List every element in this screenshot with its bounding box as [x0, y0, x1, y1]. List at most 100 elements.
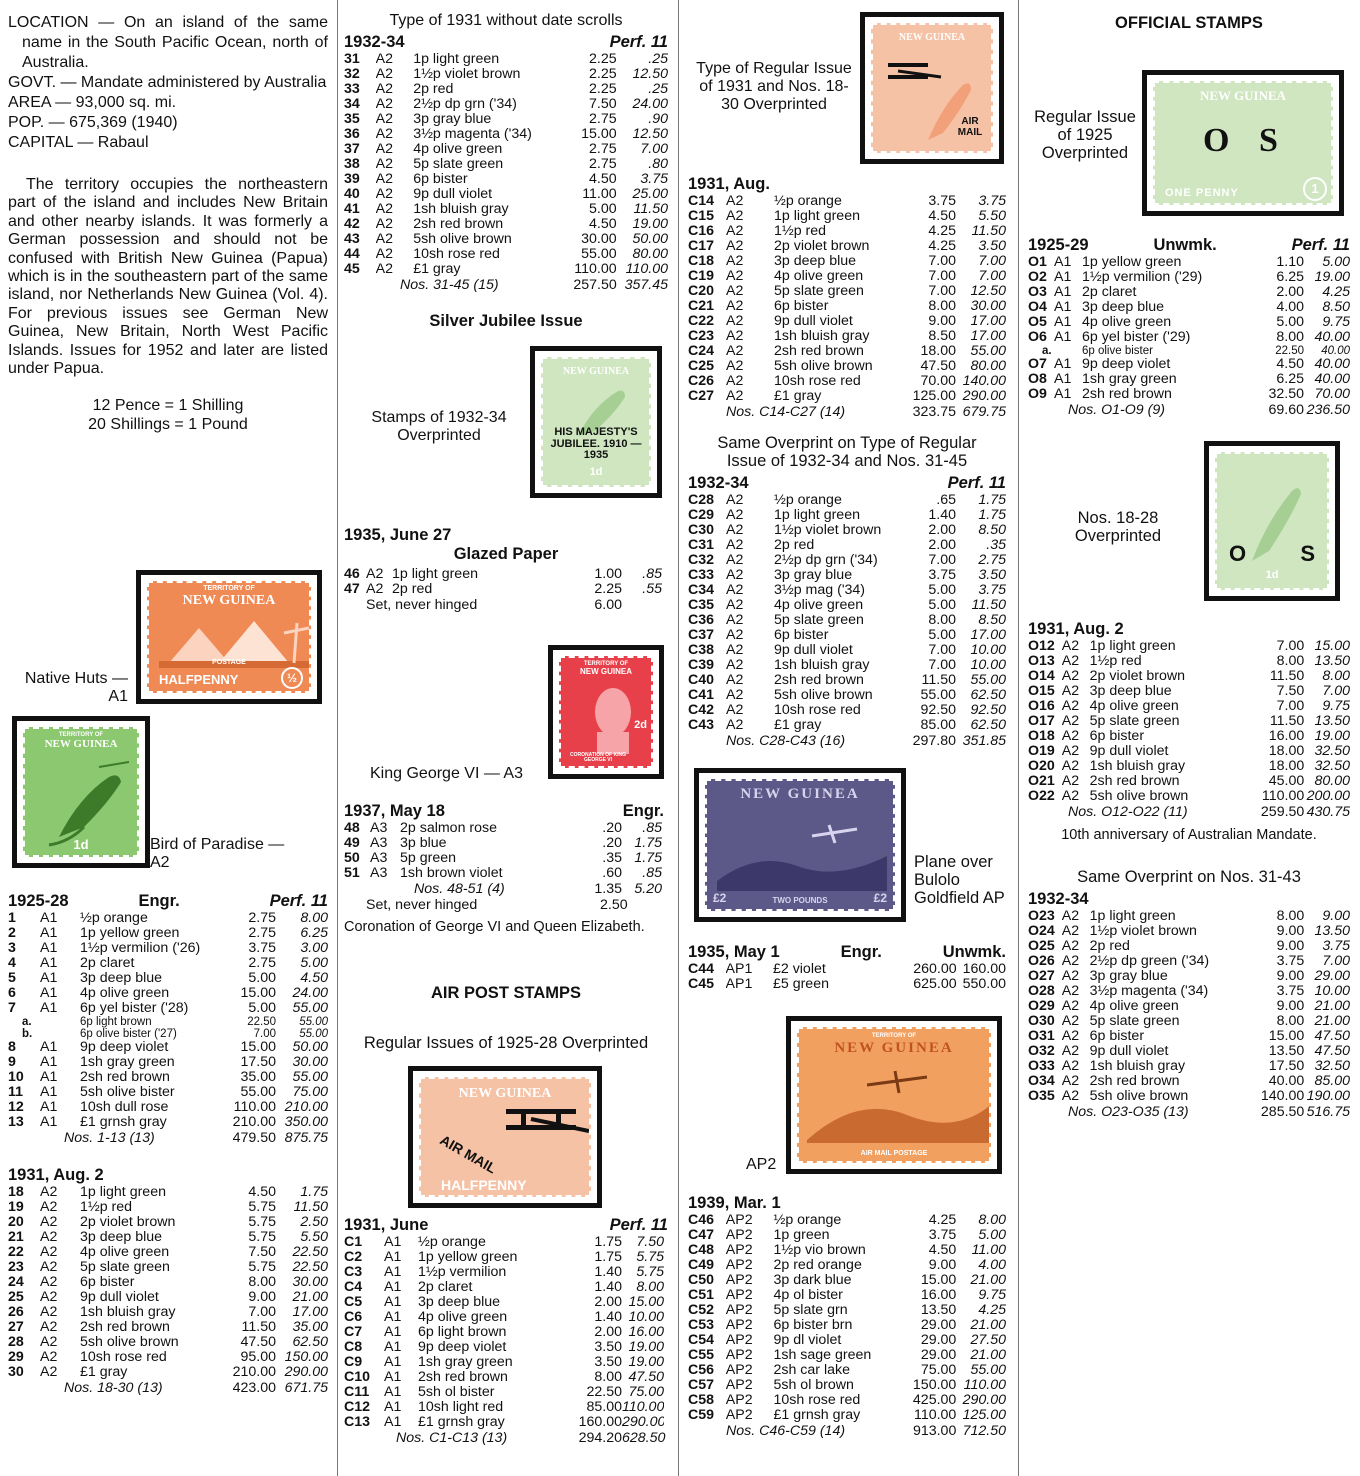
catalog-number: O13	[1028, 654, 1055, 669]
design-type: AP2	[725, 1243, 753, 1258]
catalog-number: C1	[344, 1235, 363, 1250]
unused-price: 47.50	[920, 359, 956, 374]
design-type: A2	[375, 142, 393, 157]
bird-icon	[578, 390, 625, 436]
total-label: Nos. 1-13 (13)	[64, 1130, 155, 1146]
design-type: A1	[40, 911, 58, 926]
design-type: A1	[1054, 300, 1072, 315]
used-price: 2.50	[300, 1215, 328, 1230]
unused-price: 7.00	[1276, 699, 1305, 714]
description: 5p slate green	[774, 284, 864, 299]
used-price: 80.00	[970, 359, 1006, 374]
catalog-number: O32	[1028, 1044, 1055, 1059]
used-price: 4.50	[300, 971, 328, 986]
used-price: 35.00	[292, 1320, 328, 1335]
design-type: A2	[1061, 1014, 1080, 1029]
design-type: A2	[726, 583, 744, 598]
catalog-number: C35	[688, 598, 715, 613]
description: 1sh bluish gray	[413, 202, 509, 217]
catalog-number: O7	[1028, 357, 1047, 372]
description: 3p gray blue	[413, 112, 492, 127]
description: 2sh red brown	[413, 217, 504, 232]
design-type: AP2	[725, 1333, 753, 1348]
unused-price: 4.50	[589, 217, 617, 232]
intro-area: AREA — 93,000 sq. mi.	[8, 94, 177, 111]
jubilee-overprint: HIS MAJESTY'S JUBILEE. 1910 — 1935	[550, 426, 642, 462]
used-price: 8.00	[636, 1280, 664, 1295]
catalog-number: C31	[688, 538, 715, 553]
catalog-number: O17	[1028, 714, 1055, 729]
used-price: 1.75	[978, 508, 1006, 523]
column-1: LOCATION — On an island of the same name…	[8, 0, 328, 1476]
description: 6p bister	[1089, 729, 1145, 744]
catalog-number: O24	[1028, 924, 1055, 939]
description: 1½p red	[774, 224, 827, 239]
stamp-value-circle: ½	[281, 667, 303, 689]
design-type: A2	[375, 262, 393, 277]
design-type: A2	[375, 112, 393, 127]
unused-price: 7.00	[1276, 639, 1305, 654]
design-type: AP1	[725, 962, 753, 977]
description: 1sh gray green	[418, 1355, 513, 1370]
used-price: 70.00	[1314, 387, 1350, 402]
design-type: A2	[726, 613, 744, 628]
design-type: A2	[375, 67, 393, 82]
description: 5p slate green	[774, 613, 864, 628]
unused-price: 260.00	[913, 962, 957, 977]
used-price: 1.75	[300, 1185, 328, 1200]
unused-price: 160.00	[578, 1415, 622, 1430]
caption-same-overprint-31-43: Same Overprint on Nos. 31-43	[1077, 868, 1301, 886]
total-label: Nos. 18-30 (13)	[64, 1380, 163, 1396]
description: 4p olive green	[774, 598, 864, 613]
catalog-number: 36	[344, 127, 360, 142]
description: 1p light green	[774, 508, 860, 523]
catalog-number: 21	[8, 1230, 24, 1245]
air-mail-overprint: AIR MAIL	[437, 1131, 500, 1177]
description: 1sh bluish gray	[1089, 1059, 1186, 1074]
stamp-king-george-vi: TERRITORY OF NEW GUINEA CORONATION OF KI…	[548, 645, 664, 779]
used-price: 5.00	[1322, 255, 1350, 270]
unused-price: 110.00	[913, 1408, 957, 1423]
section-title-official: OFFICIAL STAMPS	[1115, 14, 1263, 32]
design-type: A2	[726, 568, 744, 583]
stamp-value-circle: 1	[1303, 177, 1327, 201]
description: 9p dull violet	[413, 187, 493, 202]
used-price: 10.00	[1314, 984, 1350, 999]
intro-govt: GOVT. — Mandate administered by Australi…	[8, 74, 327, 91]
design-type: A2	[40, 1305, 58, 1320]
catalog-number: O4	[1028, 300, 1047, 315]
used-price: 75.00	[628, 1385, 664, 1400]
unused-price: 11.50	[1269, 714, 1305, 729]
description: 1sh gray green	[80, 1055, 175, 1070]
stamp-kg6-image: TERRITORY OF NEW GUINEA CORONATION OF KI…	[559, 656, 653, 768]
unused-price: 29.00	[920, 1348, 957, 1363]
stamp-halfpenny-text: HALFPENNY	[441, 1177, 527, 1194]
design-type: A2	[1061, 699, 1080, 714]
unused-price: 13.50	[1268, 1044, 1305, 1059]
unused-price: 1.40	[594, 1280, 622, 1295]
total-label: Nos. C14-C27 (14)	[726, 404, 846, 420]
description: 6p bister	[1089, 1029, 1145, 1044]
description: 5sh olive brown	[80, 1335, 179, 1350]
catalog-number: C47	[688, 1228, 715, 1243]
design-type: A2	[40, 1215, 58, 1230]
catalog-number: O25	[1028, 939, 1055, 954]
used-price: 140.00	[962, 374, 1006, 389]
description: 9p dl violet	[773, 1333, 842, 1348]
used-price: 9.75	[978, 1288, 1006, 1303]
